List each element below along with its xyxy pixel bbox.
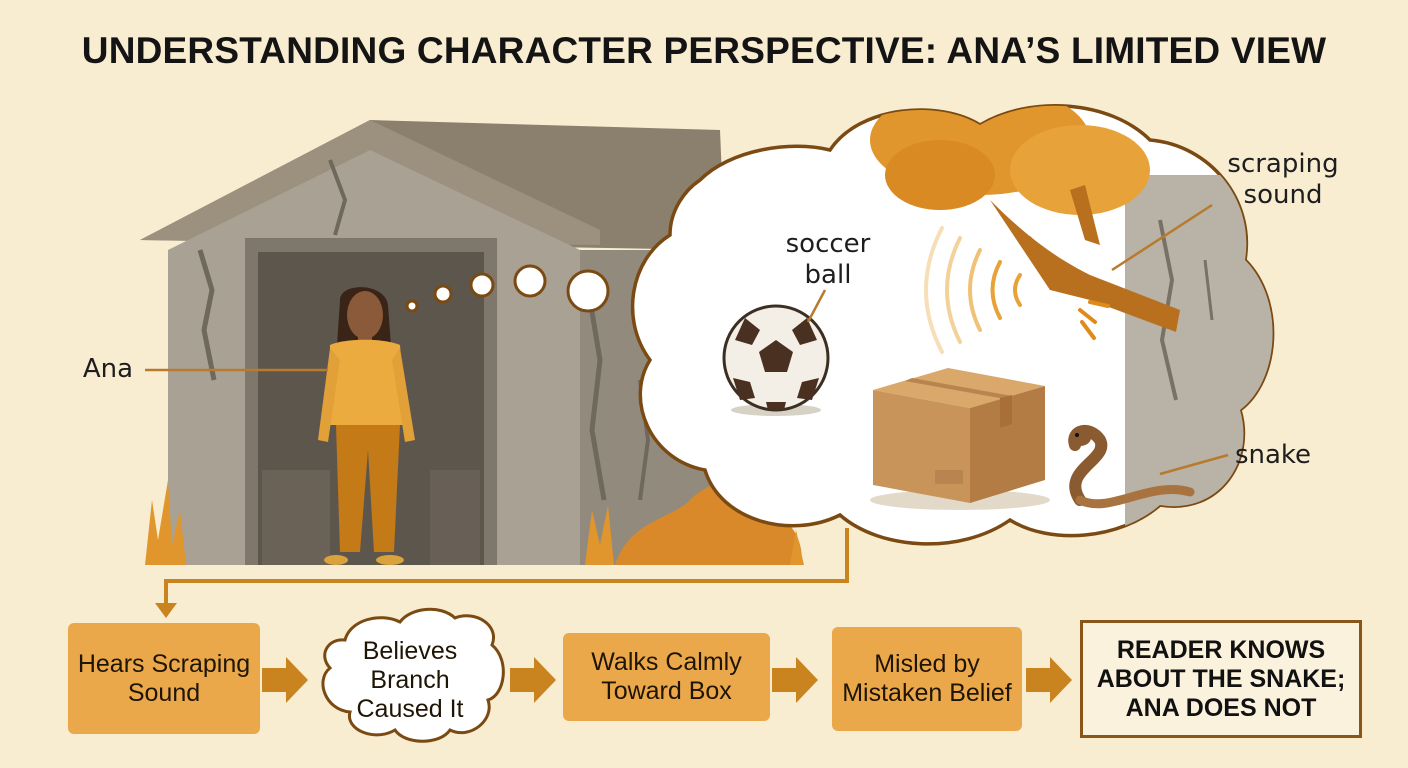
soccer-ball-icon: [722, 304, 830, 416]
page-title: UNDERSTANDING CHARACTER PERSPECTIVE: ANA…: [81, 30, 1327, 71]
connector-line: [164, 528, 849, 605]
tree-canopy: [870, 105, 1150, 215]
shed-wall: [1125, 175, 1273, 535]
label-snake: snake: [1234, 440, 1312, 470]
label-soccer-ball: soccer ball: [785, 229, 871, 290]
flow-arrows: [262, 657, 1072, 703]
leader-lines: [145, 203, 1229, 476]
flow-step-reader-knows: READER KNOWS ABOUT THE SNAKE; ANA DOES N…: [1080, 620, 1362, 738]
flow-step-misled: Misled by Mistaken Belief: [832, 627, 1022, 731]
flow-step-walks-calmly: Walks Calmly Toward Box: [563, 633, 770, 721]
box-icon: [870, 368, 1050, 510]
flow-cloud-shape: [321, 607, 505, 743]
flow-step-hears-scraping-sound: Hears Scraping Sound: [68, 623, 260, 734]
label-scraping-sound: scraping sound: [1227, 149, 1339, 210]
snake-icon: [1068, 425, 1195, 509]
label-ana: Ana: [82, 354, 134, 384]
thought-trail: [405, 264, 610, 313]
connector-arrowhead: [155, 603, 177, 618]
ana-figure: [318, 287, 415, 565]
branch: [990, 185, 1180, 332]
sound-waves: [924, 226, 1110, 354]
shed: [140, 120, 725, 565]
flow-step-believes-branch: Believes Branch Caused It: [356, 636, 464, 723]
